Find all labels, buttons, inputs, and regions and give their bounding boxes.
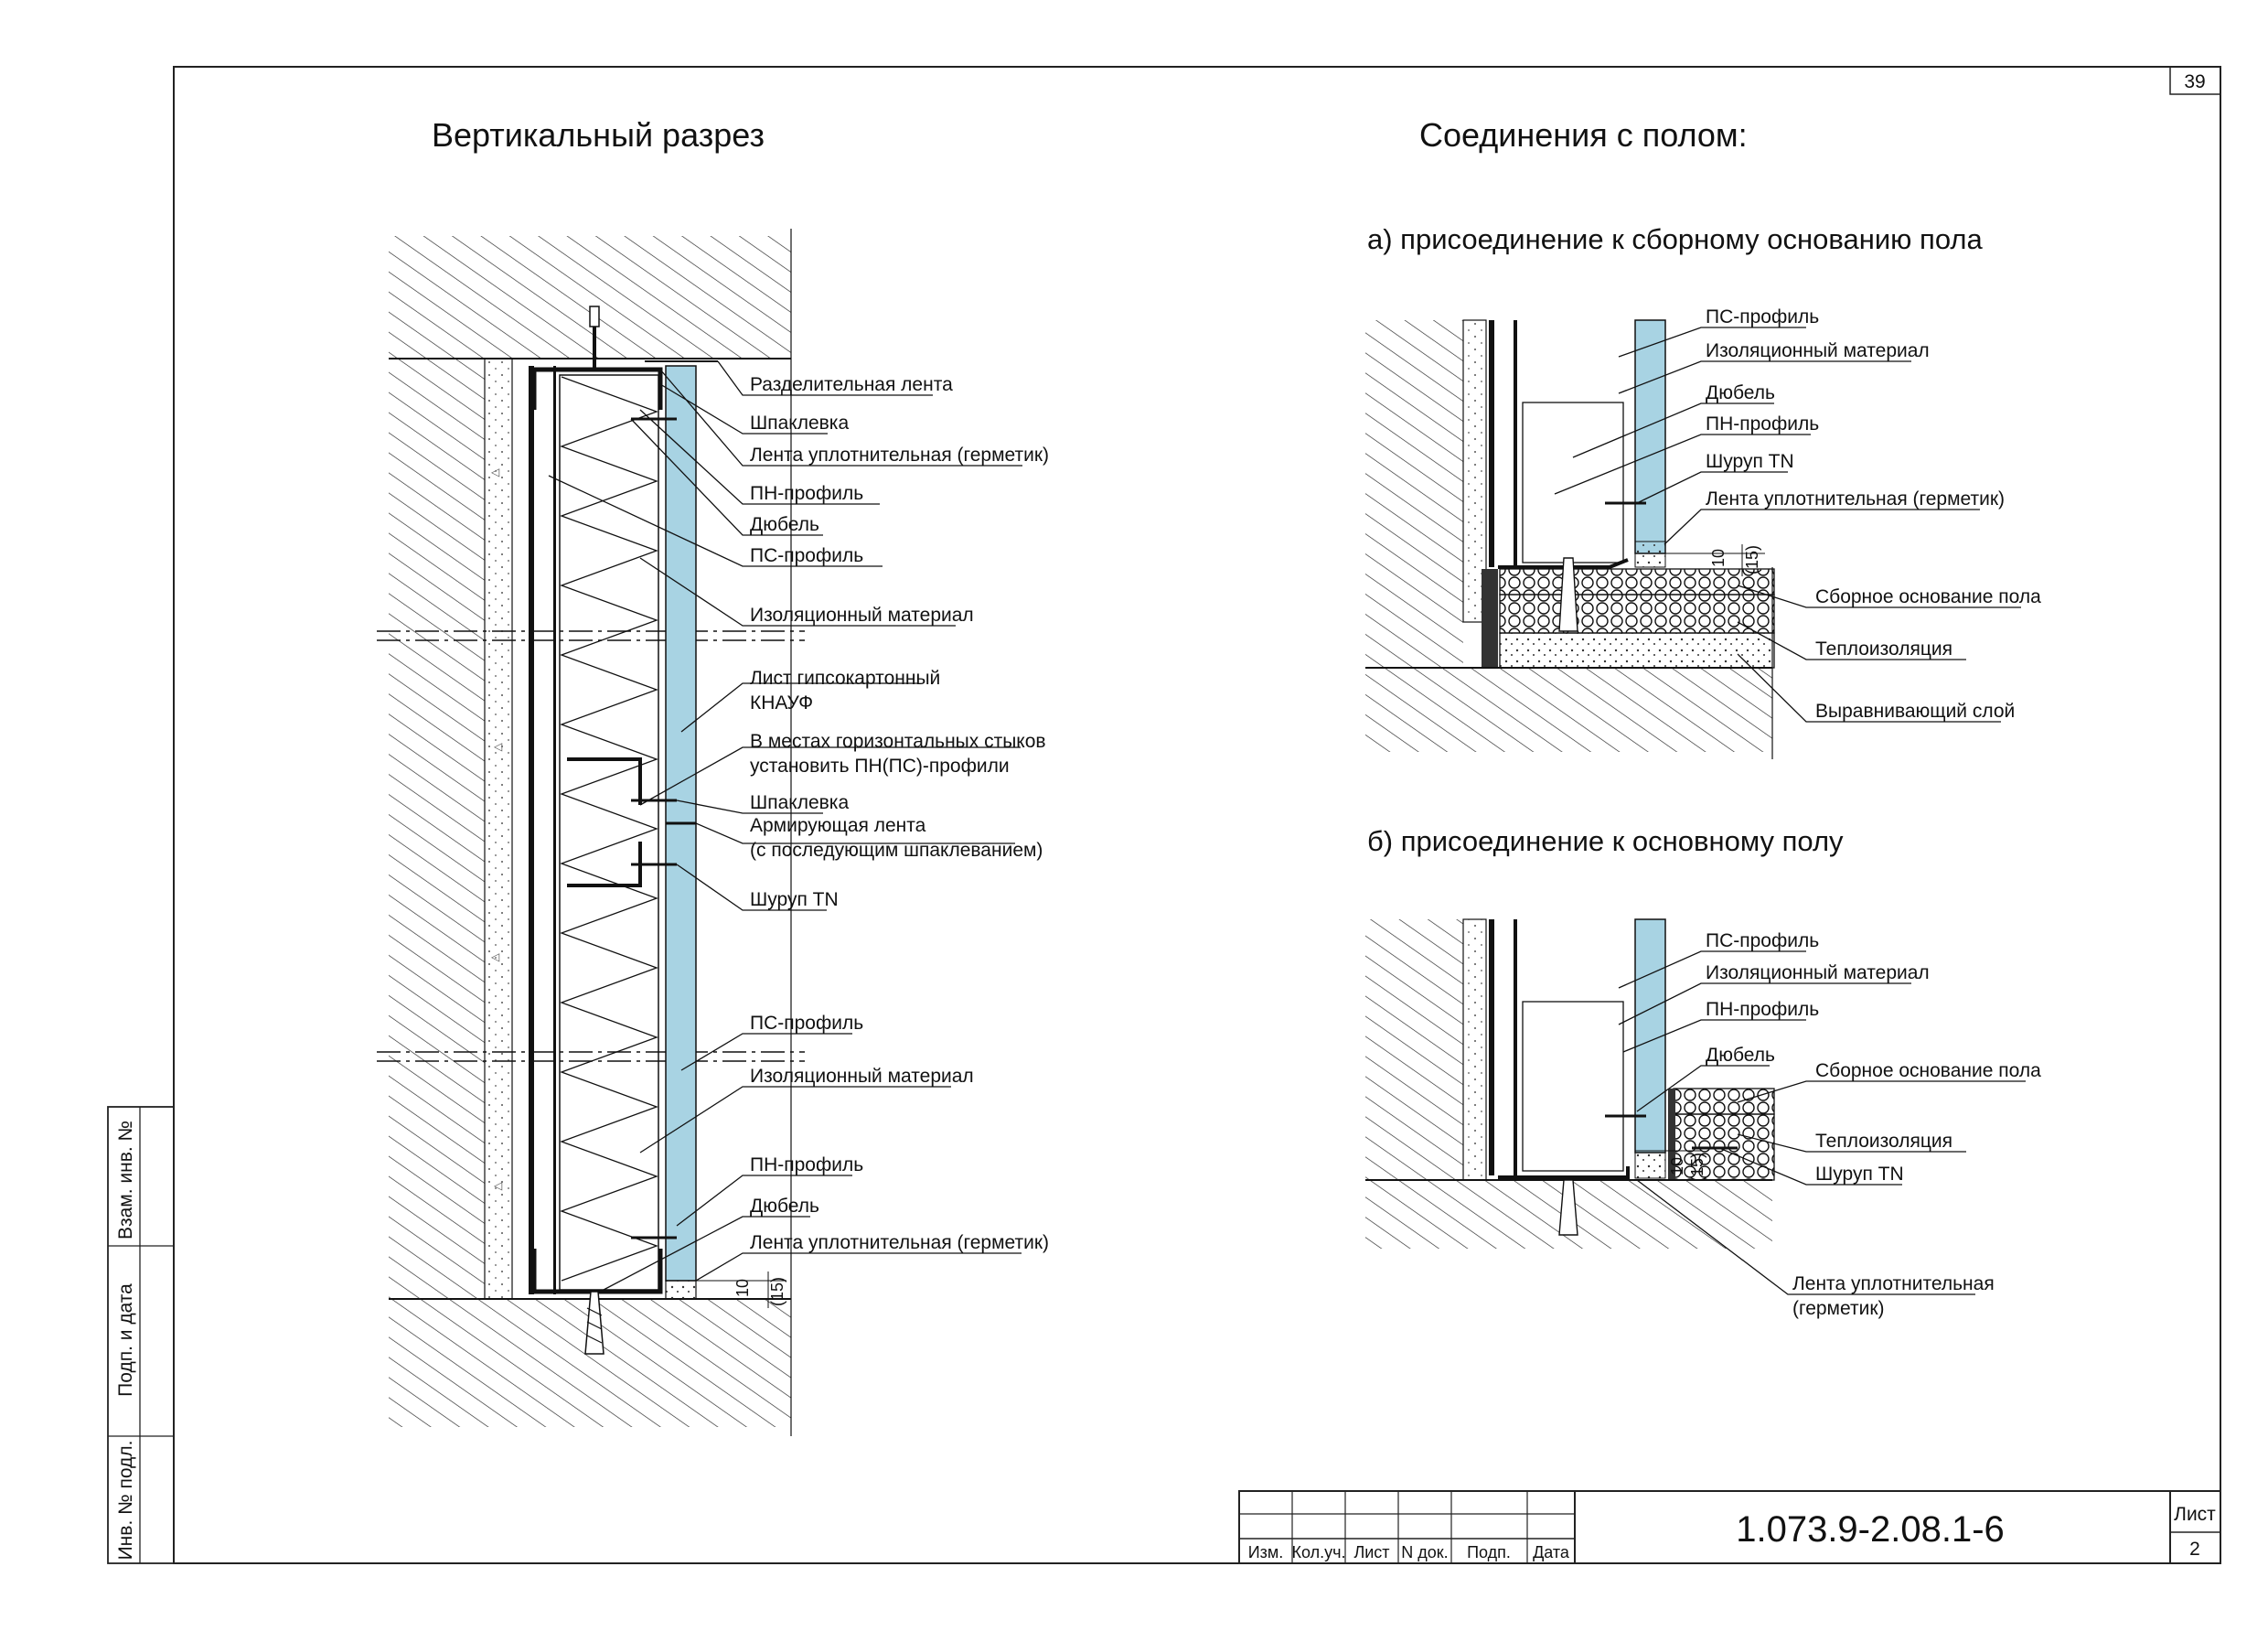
right-title: Соединения с полом: xyxy=(1419,116,1748,154)
detail-b-drawing xyxy=(1365,918,1775,1249)
b-dim-15: (15) xyxy=(1688,1153,1706,1182)
a-label-izol: Изоляционный материал xyxy=(1706,340,1930,361)
label-izol-top: Изоляционный материал xyxy=(750,605,974,626)
tb-podp: Подп. xyxy=(1467,1543,1511,1561)
b-label-dyubel: Дюбель xyxy=(1706,1045,1775,1066)
label-razdel-lenta: Разделительная лента xyxy=(750,374,953,395)
document-code: 1.073.9-2.08.1-6 xyxy=(1736,1509,2005,1550)
label-shpaklevka-mid: Шпаклевка xyxy=(750,792,849,813)
b-label-teplo: Теплоизоляция xyxy=(1815,1131,1952,1152)
detail-b-leaders xyxy=(1618,950,2026,1295)
a-dim-10: 10 xyxy=(1709,549,1728,567)
label-lenta-uplotn-bot: Лента уплотнительная (герметик) xyxy=(750,1232,1049,1253)
a-label-teplo: Теплоизоляция xyxy=(1815,638,1952,660)
stamp-podp: Подп. и дата xyxy=(115,1283,136,1397)
section-b-title: б) присоединение к основному полу xyxy=(1367,825,1844,857)
label-dyubel-bot: Дюбель xyxy=(750,1196,819,1217)
side-stamp xyxy=(107,1106,175,1564)
a-label-dyubel: Дюбель xyxy=(1706,382,1775,403)
title-block xyxy=(1238,1490,2221,1564)
b-label-pn-profile: ПН-профиль xyxy=(1706,999,1819,1020)
b-label-lenta-1: Лента уплотнительная xyxy=(1792,1273,1995,1294)
b-label-izol: Изоляционный материал xyxy=(1706,962,1930,983)
vertical-section-drawing: ◁ ◁ ◁ ◁ xyxy=(377,229,805,1436)
stamp-vzam: Взам. инв. № xyxy=(115,1121,136,1239)
b-label-ps-profile: ПС-профиль xyxy=(1706,930,1819,951)
label-pn-profile-bot: ПН-профиль xyxy=(750,1154,863,1175)
svg-text:◁: ◁ xyxy=(490,466,499,478)
left-dim-10: 10 xyxy=(733,1279,752,1297)
label-list-gkl-2: КНАУФ xyxy=(750,692,813,714)
b-label-sbornoe: Сборное основание пола xyxy=(1815,1060,2041,1081)
label-armir-2: (с последующим шпаклеванием) xyxy=(750,840,1043,861)
a-dim-15: (15) xyxy=(1743,545,1761,574)
label-ps-profile-top: ПС-профиль xyxy=(750,545,863,566)
label-mesta-2: установить ПН(ПС)-профили xyxy=(750,756,1010,777)
label-shurup-mid: Шуруп TN xyxy=(750,889,839,910)
section-a-title: а) присоединение к сборному основанию по… xyxy=(1367,223,1983,255)
tb-izm: Изм. xyxy=(1248,1543,1284,1561)
b-label-lenta-2: (герметик) xyxy=(1792,1298,1885,1319)
left-dim-15: (15) xyxy=(768,1277,786,1306)
label-list-gkl-1: Лист гипсокартонный xyxy=(750,668,940,689)
a-label-lenta: Лента уплотнительная (герметик) xyxy=(1706,488,2005,510)
left-title: Вертикальный разрез xyxy=(432,116,765,154)
svg-text:◁: ◁ xyxy=(490,950,499,963)
tb-list-label: Лист xyxy=(2174,1504,2216,1525)
label-pn-profile-top: ПН-профиль xyxy=(750,483,863,504)
left-leaders xyxy=(548,360,1022,1291)
label-dyubel-top: Дюбель xyxy=(750,514,819,535)
label-lenta-uplotn-top: Лента уплотнительная (герметик) xyxy=(750,445,1049,466)
svg-text:◁: ◁ xyxy=(493,1179,502,1192)
a-label-vyravn: Выравнивающий слой xyxy=(1815,701,2015,722)
tb-list: Лист xyxy=(1353,1543,1389,1561)
detail-a-leaders xyxy=(1554,327,2021,723)
svg-text:◁: ◁ xyxy=(493,740,502,753)
page-number: 39 xyxy=(2184,71,2205,92)
label-shpaklevka-top: Шпаклевка xyxy=(750,413,849,434)
label-izol-bot: Изоляционный материал xyxy=(750,1066,974,1087)
tb-ndok: N док. xyxy=(1401,1543,1448,1561)
label-armir-1: Армирующая лента xyxy=(750,815,926,836)
b-label-shurup: Шуруп TN xyxy=(1815,1164,1904,1185)
a-label-shurup: Шуруп TN xyxy=(1706,451,1794,472)
label-mesta-1: В местах горизонтальных стыков xyxy=(750,731,1046,752)
tb-kol: Кол.уч. xyxy=(1292,1543,1346,1561)
label-ps-profile-bot: ПС-профиль xyxy=(750,1013,863,1034)
stamp-inv: Инв. № подл. xyxy=(115,1441,136,1561)
tb-data: Дата xyxy=(1533,1543,1570,1561)
a-label-pn-profile: ПН-профиль xyxy=(1706,413,1819,435)
a-label-sbornoe: Сборное основание пола xyxy=(1815,586,2041,607)
sheet-frame xyxy=(173,66,2221,1564)
a-label-ps-profile: ПС-профиль xyxy=(1706,306,1819,327)
detail-a-drawing xyxy=(1365,319,1775,759)
b-dim-10: 10 xyxy=(1668,1157,1686,1175)
tb-list-number: 2 xyxy=(2189,1539,2200,1560)
